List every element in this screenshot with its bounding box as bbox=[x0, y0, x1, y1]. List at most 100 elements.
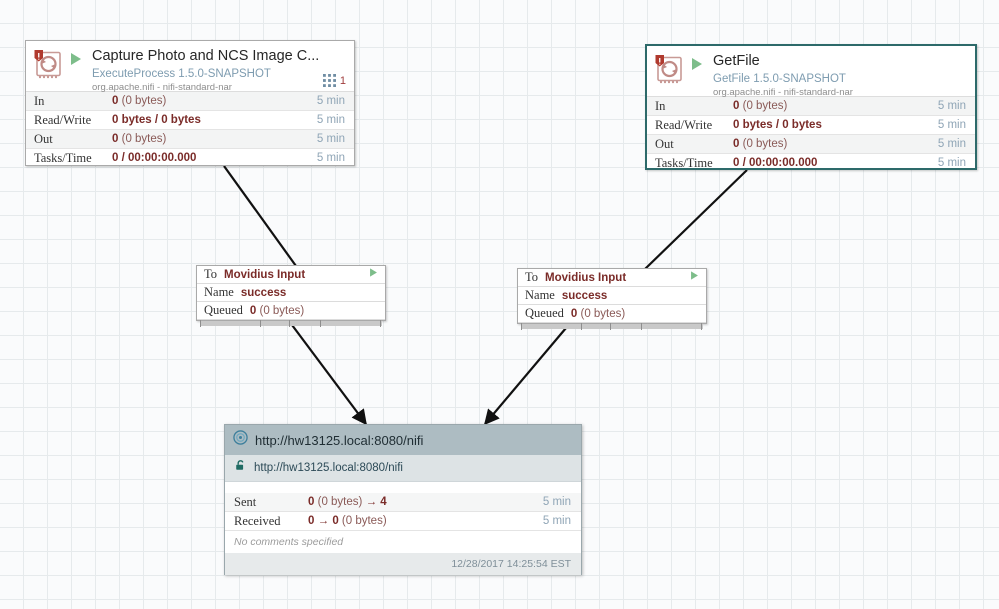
to-label: To bbox=[204, 267, 218, 281]
run-status-icon bbox=[68, 51, 86, 72]
stat-row-readwrite: Read/Write 0 bytes / 0 bytes 5 min bbox=[26, 111, 354, 130]
rpg-stat-row-sent: Sent 0 (0 bytes) → 4 5 min bbox=[225, 493, 581, 512]
connection-name-row: Name success bbox=[197, 284, 385, 302]
stat-time: 5 min bbox=[316, 152, 345, 164]
stat-value: 0 bytes / 0 bytes bbox=[733, 119, 822, 131]
processor-stats: In 0 (0 bytes) 5 min Read/Write 0 bytes … bbox=[26, 91, 354, 167]
connection-destination: Movidius Input bbox=[545, 271, 627, 284]
rpg-comment: No comments specified bbox=[225, 531, 581, 553]
wire-conn2-to-rpg bbox=[484, 327, 567, 426]
wire-proc2-to-conn2 bbox=[644, 169, 748, 270]
stat-row-in: In 0 (0 bytes) 5 min bbox=[26, 92, 354, 111]
processor-name: GetFile bbox=[713, 53, 760, 69]
connection-relationship: success bbox=[240, 286, 287, 299]
name-label: Name bbox=[525, 288, 555, 302]
processor-header: Capture Photo and NCS Image C... Execute… bbox=[26, 41, 354, 94]
stat-label: Read/Write bbox=[34, 112, 92, 127]
processor-type: GetFile 1.5.0-SNAPSHOT bbox=[713, 73, 846, 85]
stat-label: In bbox=[655, 98, 666, 113]
to-label: To bbox=[525, 270, 539, 284]
queued-label: Queued bbox=[204, 303, 243, 317]
processor-execute-process[interactable]: Capture Photo and NCS Image C... Execute… bbox=[25, 40, 355, 166]
stat-value: 0 (0 bytes) bbox=[733, 138, 788, 150]
rpg-last-refreshed: 12/28/2017 14:25:54 EST bbox=[451, 558, 571, 570]
rpg-header: http://hw13125.local:8080/nifi bbox=[225, 425, 581, 455]
unlocked-padlock-icon bbox=[234, 459, 247, 477]
connection-destination-row: To Movidius Input bbox=[518, 269, 706, 287]
stat-time: 5 min bbox=[937, 100, 966, 112]
processor-header: GetFile GetFile 1.5.0-SNAPSHOT org.apach… bbox=[647, 46, 975, 99]
processor-icon bbox=[653, 53, 687, 87]
stat-value: 0 (0 bytes) bbox=[112, 95, 167, 107]
connection-left[interactable]: To Movidius Input Name success Queued 0 … bbox=[196, 265, 386, 327]
queued-value: 0 (0 bytes) bbox=[570, 307, 626, 320]
stat-label: Tasks/Time bbox=[655, 155, 713, 170]
name-label: Name bbox=[204, 285, 234, 299]
wire-conn1-to-rpg bbox=[291, 324, 367, 426]
stat-row-in: In 0 (0 bytes) 5 min bbox=[647, 97, 975, 116]
rpg-uri: http://hw13125.local:8080/nifi bbox=[254, 462, 403, 474]
stat-row-out: Out 0 (0 bytes) 5 min bbox=[647, 135, 975, 154]
stat-label: Out bbox=[655, 136, 674, 151]
processor-bundle: org.apache.nifi - nifi-standard-nar bbox=[713, 87, 853, 98]
connection-queued-row: Queued 0 (0 bytes) bbox=[518, 305, 706, 323]
run-status-icon bbox=[689, 270, 700, 285]
processor-get-file[interactable]: GetFile GetFile 1.5.0-SNAPSHOT org.apach… bbox=[645, 44, 977, 170]
stat-time: 5 min bbox=[542, 496, 571, 508]
run-status-icon bbox=[689, 56, 707, 77]
stat-label: Out bbox=[34, 131, 53, 146]
rpg-title: http://hw13125.local:8080/nifi bbox=[255, 432, 424, 448]
stat-time: 5 min bbox=[316, 133, 345, 145]
stat-value: 0 bytes / 0 bytes bbox=[112, 114, 201, 126]
rpg-comment-text: No comments specified bbox=[234, 536, 344, 548]
stat-time: 5 min bbox=[937, 138, 966, 150]
rpg-footer: 12/28/2017 14:25:54 EST bbox=[225, 553, 581, 575]
back-pressure-bar bbox=[521, 323, 703, 330]
stat-label: Tasks/Time bbox=[34, 150, 92, 165]
stat-value: 0 → 0 (0 bytes) bbox=[308, 515, 387, 527]
queued-value: 0 (0 bytes) bbox=[249, 304, 305, 317]
stat-label: Received bbox=[234, 513, 281, 528]
back-pressure-bar bbox=[200, 320, 382, 327]
stat-row-taskstime: Tasks/Time 0 / 00:00:00.000 5 min bbox=[647, 154, 975, 172]
remote-process-group[interactable]: http://hw13125.local:8080/nifi http://hw… bbox=[224, 424, 582, 575]
processor-title-block: Capture Photo and NCS Image C... Execute… bbox=[90, 47, 348, 94]
stat-time: 5 min bbox=[937, 119, 966, 131]
stat-row-taskstime: Tasks/Time 0 / 00:00:00.000 5 min bbox=[26, 149, 354, 167]
processor-type: ExecuteProcess 1.5.0-SNAPSHOT bbox=[92, 68, 271, 80]
connection-name-row: Name success bbox=[518, 287, 706, 305]
connection-relationship: success bbox=[561, 289, 608, 302]
stat-value: 0 / 00:00:00.000 bbox=[112, 152, 197, 164]
stat-value: 0 (0 bytes) bbox=[112, 133, 167, 145]
stat-label: In bbox=[34, 93, 45, 108]
stat-value: 0 (0 bytes) bbox=[733, 100, 788, 112]
rpg-spacer bbox=[225, 482, 581, 493]
connection-destination: Movidius Input bbox=[224, 268, 306, 281]
run-status-icon bbox=[368, 267, 379, 282]
stat-time: 5 min bbox=[542, 515, 571, 527]
connection-right[interactable]: To Movidius Input Name success Queued 0 … bbox=[517, 268, 707, 330]
stat-row-readwrite: Read/Write 0 bytes / 0 bytes 5 min bbox=[647, 116, 975, 135]
queued-label: Queued bbox=[525, 306, 564, 320]
stat-label: Read/Write bbox=[655, 117, 713, 132]
processor-name: Capture Photo and NCS Image C... bbox=[92, 48, 320, 64]
processor-icon bbox=[32, 48, 66, 82]
stat-row-out: Out 0 (0 bytes) 5 min bbox=[26, 130, 354, 149]
processor-title-block: GetFile GetFile 1.5.0-SNAPSHOT org.apach… bbox=[711, 52, 969, 99]
connection-queued-row: Queued 0 (0 bytes) bbox=[197, 302, 385, 320]
stat-time: 5 min bbox=[316, 95, 345, 107]
stat-value: 0 / 00:00:00.000 bbox=[733, 157, 818, 169]
remote-target-icon bbox=[233, 430, 248, 450]
connection-destination-row: To Movidius Input bbox=[197, 266, 385, 284]
stat-time: 5 min bbox=[937, 157, 966, 169]
stat-value: 0 (0 bytes) → 4 bbox=[308, 496, 387, 508]
active-threads-indicator: 1 bbox=[322, 74, 346, 87]
processor-bundle: org.apache.nifi - nifi-standard-nar bbox=[92, 82, 232, 93]
active-thread-count: 1 bbox=[339, 74, 346, 87]
processor-stats: In 0 (0 bytes) 5 min Read/Write 0 bytes … bbox=[647, 96, 975, 172]
rpg-stat-row-received: Received 0 → 0 (0 bytes) 5 min bbox=[225, 512, 581, 531]
thread-grid-icon bbox=[322, 74, 336, 87]
stat-label: Sent bbox=[234, 494, 257, 509]
rpg-uri-row: http://hw13125.local:8080/nifi bbox=[225, 455, 581, 482]
